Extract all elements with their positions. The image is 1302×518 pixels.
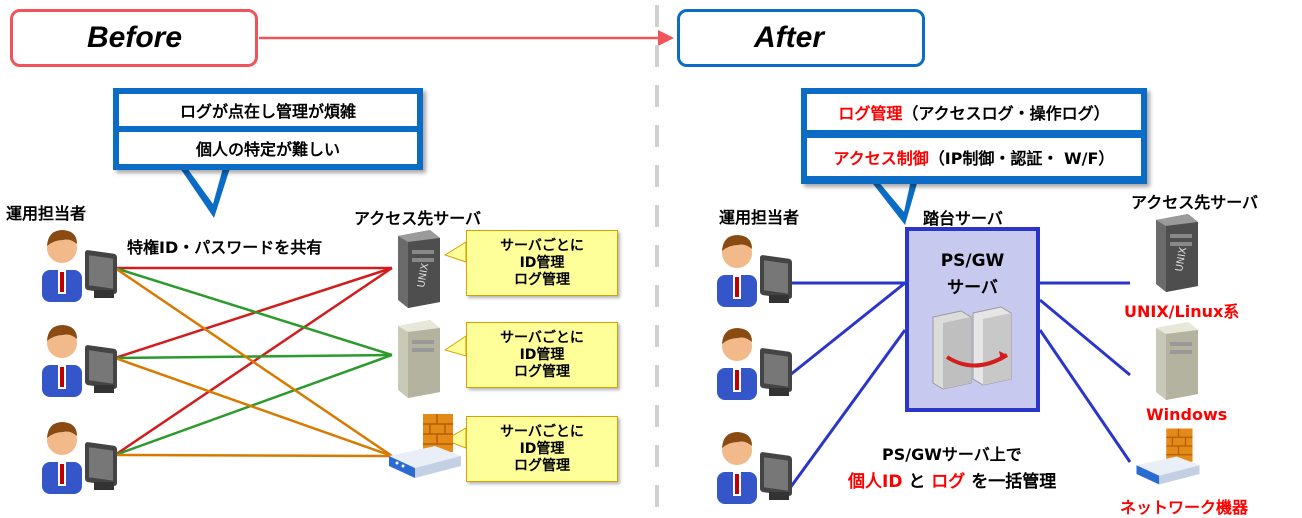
server-management-note: サーバごとに ID管理 ログ管理 — [466, 416, 618, 482]
gateway-label: 踏台サーバ — [923, 209, 1003, 228]
firewall-router-icon — [1136, 428, 1200, 485]
operator-icon — [42, 230, 117, 302]
server-management-note: サーバごとに ID管理 ログ管理 — [466, 322, 618, 388]
phase-arrow-head — [658, 30, 674, 46]
before-servers-label: アクセス先サーバ — [354, 209, 482, 228]
after-feature-1-key: ログ管理 — [838, 104, 903, 123]
before-green-lines — [114, 266, 393, 457]
operator-icon — [42, 325, 117, 397]
note-line: サーバごとに — [500, 237, 584, 254]
windows-server-icon — [398, 320, 440, 398]
after-operators-label: 運用担当者 — [719, 208, 800, 227]
after-phase-text: After — [754, 21, 825, 54]
after-phase-label: After — [677, 9, 925, 67]
operator-icon — [717, 432, 792, 504]
operator-icon — [717, 235, 792, 307]
note-line: ログ管理 — [514, 271, 570, 288]
windows-tag: Windows — [1146, 405, 1228, 424]
summary-line-2: 個人ID と ログ を一括管理 — [848, 467, 1056, 492]
note-line: ログ管理 — [514, 363, 570, 380]
after-servers-label: アクセス先サーバ — [1131, 193, 1259, 212]
note-line: ID管理 — [519, 254, 565, 271]
unix-server-icon: UNIX — [1156, 214, 1198, 292]
note-line: ログ管理 — [514, 457, 570, 474]
note-line: ID管理 — [519, 440, 565, 457]
gateway-title-2: サーバ — [947, 278, 998, 298]
before-phase-text: Before — [87, 21, 183, 54]
after-feature-2: アクセス制御（IP制御・認証・ W/F） — [807, 138, 1141, 176]
after-feature-2-key: アクセス制御 — [833, 149, 929, 168]
gateway-server-box: PS/GW サーバ — [905, 227, 1040, 412]
before-phase-label: Before — [10, 9, 258, 67]
server-management-note: サーバごとに ID管理 ログ管理 — [466, 230, 618, 296]
note-line: サーバごとに — [500, 329, 584, 346]
after-feature-1: ログ管理（アクセスログ・操作ログ） — [807, 94, 1141, 130]
after-blue-lines — [788, 281, 1132, 489]
summary-connector: と — [902, 472, 932, 492]
after-feature-1-detail: （アクセスログ・操作ログ） — [902, 104, 1110, 123]
summary-line-1: PS/GWサーバ上で — [882, 445, 1022, 464]
after-feature-callout: ログ管理（アクセスログ・操作ログ） アクセス制御（IP制御・認証・ W/F） — [801, 88, 1147, 184]
before-orange-lines — [114, 266, 393, 458]
twin-server-icon — [932, 306, 1012, 390]
unix-server-icon: UNIX — [398, 230, 440, 308]
note-line: サーバごとに — [500, 423, 584, 440]
svg-text:UNIX: UNIX — [1174, 246, 1189, 272]
operator-icon — [717, 328, 792, 400]
svg-text:UNIX: UNIX — [416, 262, 431, 288]
summary-ending: を一括管理 — [965, 472, 1057, 492]
before-issue-callout: ログが点在し管理が煩雑 個人の特定が難しい — [113, 88, 423, 170]
windows-server-icon — [1156, 322, 1198, 400]
unix-linux-tag: UNIX/Linux系 — [1124, 302, 1240, 321]
after-feature-2-detail: （IP制御・認証・ W/F） — [928, 149, 1115, 168]
before-operators-label: 運用担当者 — [6, 204, 87, 223]
firewall-router-icon — [389, 414, 461, 478]
summary-log: ログ — [931, 472, 966, 492]
shared-credentials-label: 特権ID・パスワードを共有 — [127, 238, 323, 257]
operator-icon — [42, 422, 117, 494]
gateway-title-1: PS/GW — [940, 251, 1005, 271]
before-issue-2: 個人の特定が難しい — [119, 132, 417, 164]
before-issue-1: ログが点在し管理が煩雑 — [119, 94, 417, 126]
network-device-tag: ネットワーク機器 — [1120, 498, 1249, 517]
note-line: ID管理 — [519, 346, 565, 363]
summary-personal-id: 個人ID — [848, 472, 903, 492]
